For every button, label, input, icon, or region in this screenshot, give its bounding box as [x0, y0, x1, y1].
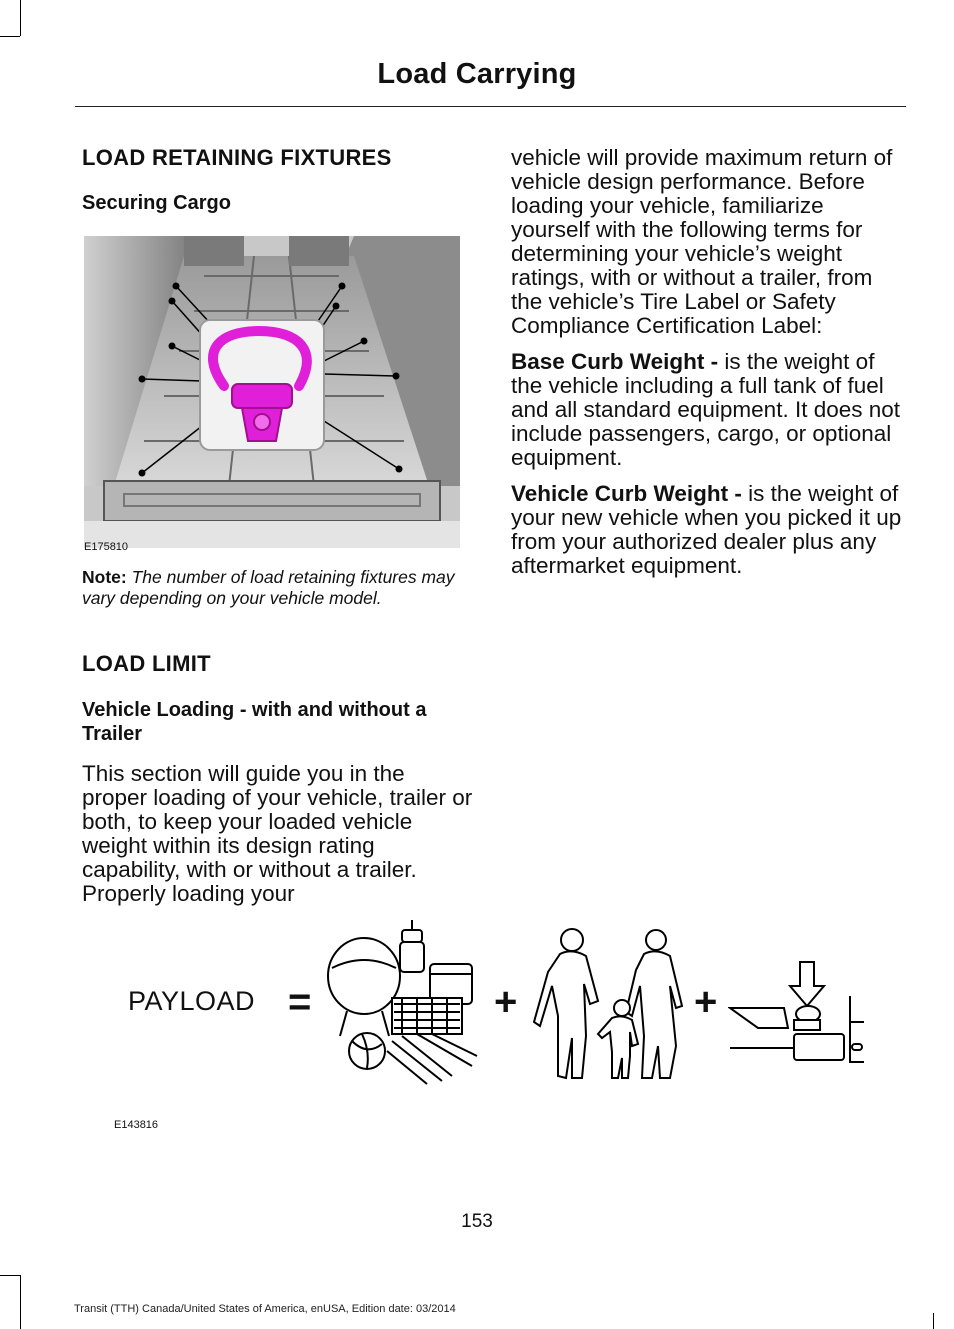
figure-code-payload: E143816 — [114, 1119, 159, 1131]
left-column: LOAD RETAINING FIXTURES Securing Cargo — [82, 145, 474, 215]
trailer-hitch-illustration — [728, 961, 864, 1063]
note-label: Note: — [82, 567, 127, 587]
term-label: Vehicle Curb Weight - — [511, 481, 742, 506]
equals-sign: = — [288, 980, 312, 1024]
page-number: 153 — [461, 1211, 493, 1232]
figure-code-cargo: E175810 — [84, 541, 129, 553]
cargo-items-illustration — [327, 920, 478, 1085]
family-silhouette-illustration — [532, 928, 684, 1080]
note-body: The number of load retaining fixtures ma… — [82, 567, 455, 608]
intro-paragraph-continued: vehicle will provide maximum return of v… — [511, 145, 893, 338]
page-header-title: Load Carrying — [377, 58, 577, 90]
payload-label: PAYLOAD — [128, 986, 256, 1016]
term-definition: is the weight of the vehicle including a… — [511, 349, 901, 470]
header-rule — [75, 106, 906, 107]
term-base-curb-weight: Base Curb Weight - is the weight of the … — [511, 350, 906, 470]
subsection-securing-cargo: Securing Cargo — [82, 192, 231, 214]
term-label: Base Curb Weight - — [511, 349, 719, 374]
term-vehicle-curb-weight: Vehicle Curb Weight - is the weight of y… — [511, 482, 906, 578]
crop-mark — [933, 1313, 934, 1329]
tie-down-ring-icon — [208, 325, 312, 442]
subsection-vehicle-loading: Vehicle Loading - with and without a Tra… — [82, 699, 427, 745]
plus-sign: + — [694, 980, 718, 1024]
crop-mark — [20, 0, 21, 36]
plus-sign: + — [494, 980, 518, 1024]
crop-mark — [0, 1275, 20, 1276]
crop-mark — [20, 1275, 21, 1329]
left-column-lower: Note: The number of load retaining fixtu… — [82, 567, 474, 906]
right-column: vehicle will provide maximum return of v… — [511, 146, 906, 578]
cargo-floor-illustration — [84, 236, 460, 548]
section-title-load-limit: LOAD LIMIT — [82, 651, 211, 676]
intro-paragraph: This section will guide you in the prope… — [82, 761, 473, 906]
note-text: Note: The number of load retaining fixtu… — [82, 567, 474, 609]
crop-mark — [0, 36, 20, 37]
term-definition: is the weight of your new vehicle when y… — [511, 481, 902, 578]
section-title-load-retaining: LOAD RETAINING FIXTURES — [82, 145, 392, 170]
footer-edition: Transit (TTH) Canada/United States of Am… — [74, 1303, 456, 1315]
